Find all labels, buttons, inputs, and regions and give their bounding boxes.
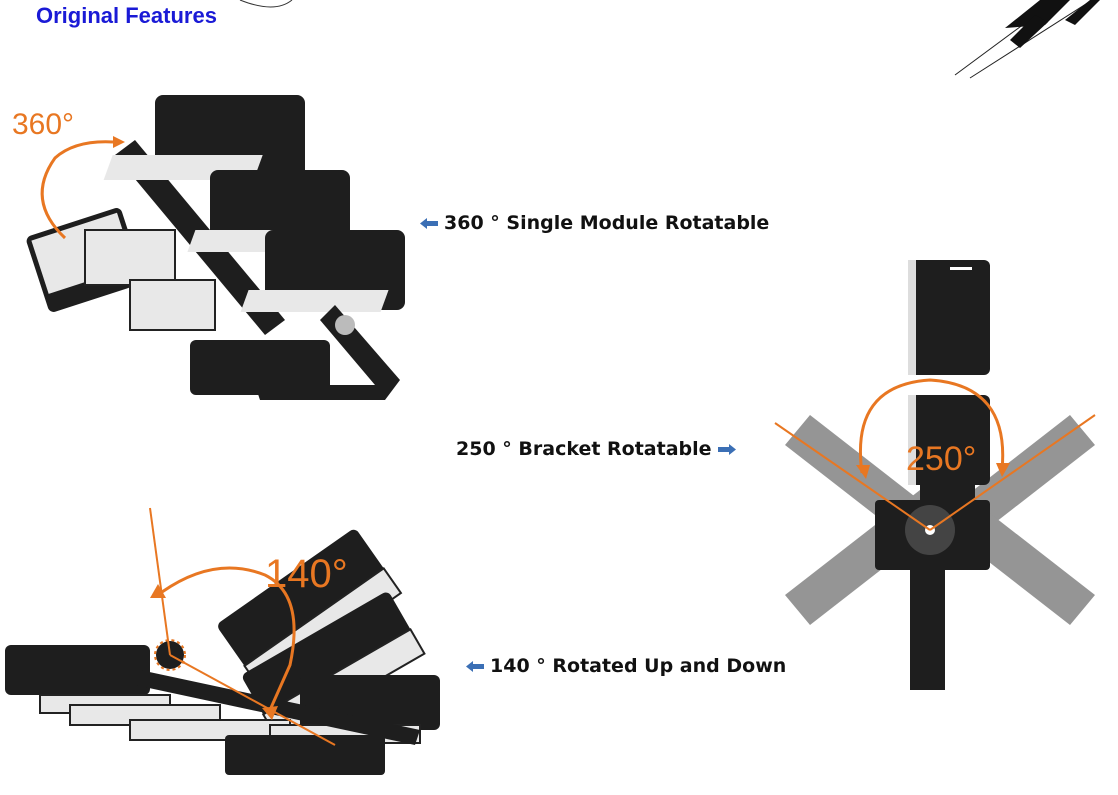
arrow-right-icon xyxy=(717,443,736,455)
floodlight-tilt-image xyxy=(5,507,440,775)
arrow-left-icon xyxy=(420,217,438,229)
floodlight-bracket-rotation-image xyxy=(774,260,1096,690)
feature-caption-360: 360 ° Single Module Rotatable xyxy=(420,212,769,234)
page-title: Original Features xyxy=(36,3,217,28)
angle-label-360: 360° xyxy=(12,108,75,141)
caption-text: 250 ° Bracket Rotatable xyxy=(456,438,712,460)
feature-caption-250: 250 ° Bracket Rotatable xyxy=(456,438,736,460)
logo-icon xyxy=(954,0,1100,79)
caption-text: 140 ° Rotated Up and Down xyxy=(490,655,787,677)
floodlight-multi-module-image xyxy=(26,95,405,400)
feature-caption-140: 140 ° Rotated Up and Down xyxy=(466,655,786,677)
arrow-left-icon xyxy=(466,660,484,672)
caption-text: 360 ° Single Module Rotatable xyxy=(444,212,770,234)
angle-label-250: 250° xyxy=(906,440,977,478)
angle-label-140: 140° xyxy=(265,552,348,596)
